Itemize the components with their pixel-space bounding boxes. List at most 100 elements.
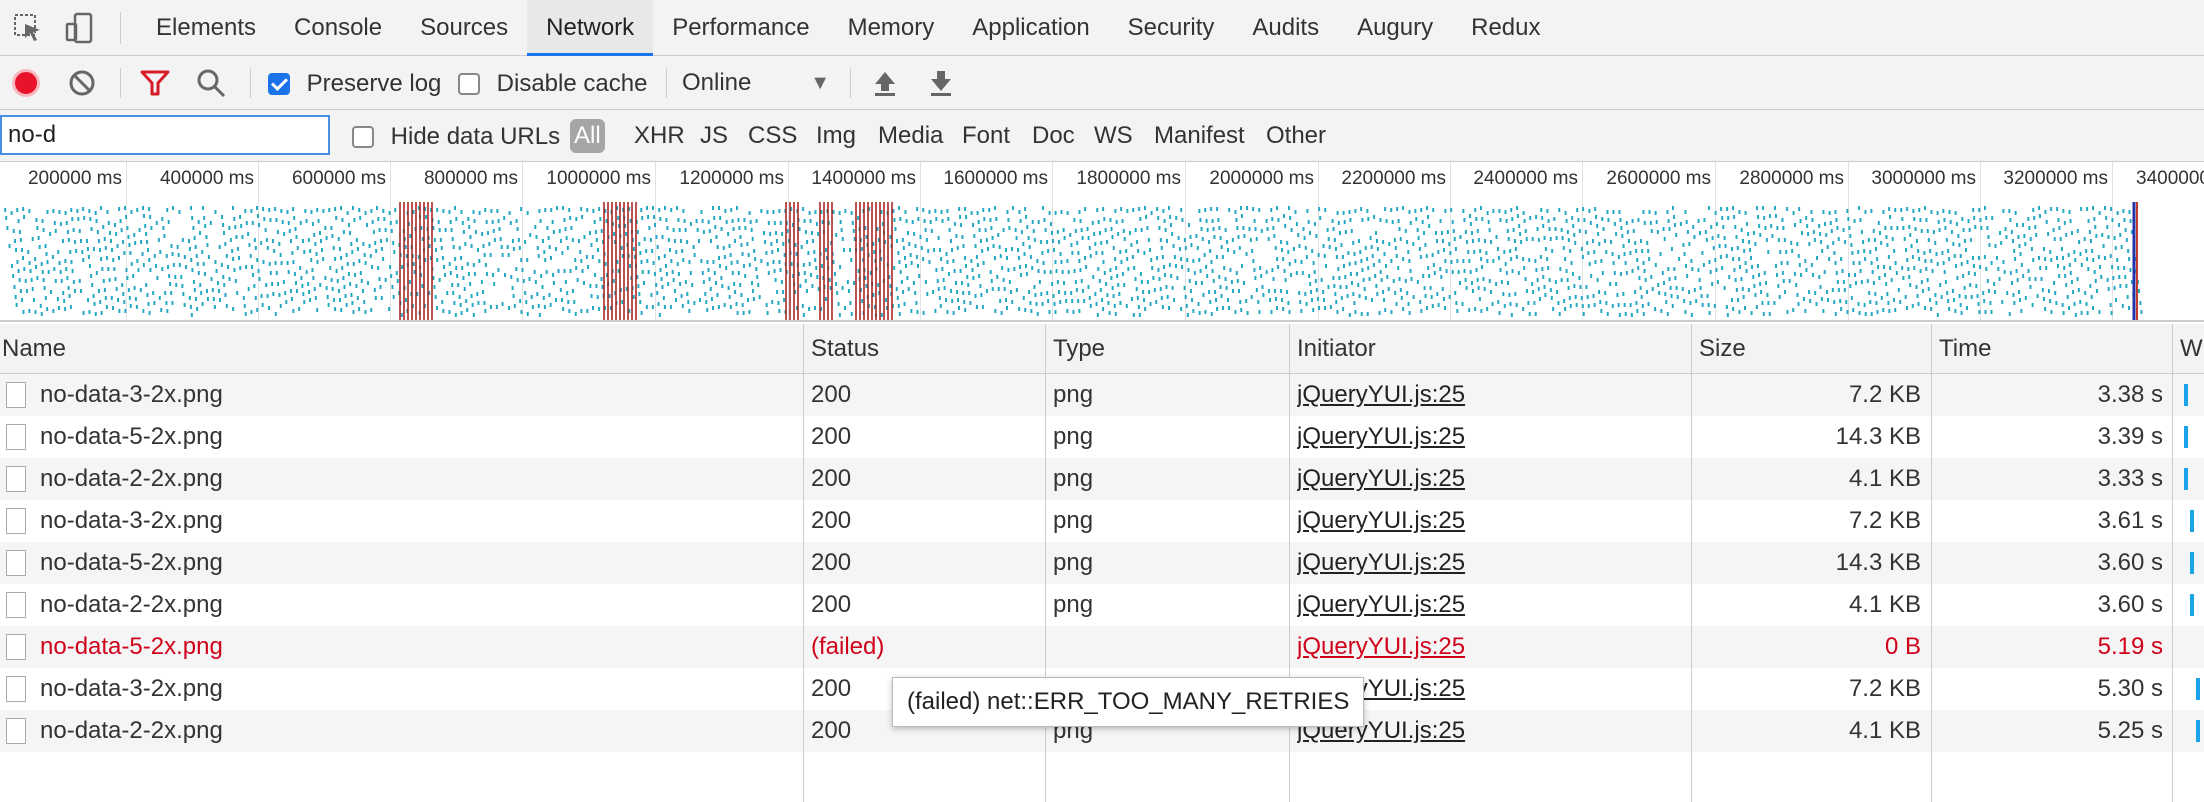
select-element-icon[interactable] (12, 12, 44, 44)
device-toolbar-icon[interactable] (64, 12, 96, 44)
overview-request-tick (1164, 273, 1167, 277)
column-header-type[interactable]: Type (1053, 335, 1106, 362)
column-header-size[interactable]: Size (1699, 335, 1746, 362)
tab-security[interactable]: Security (1127, 14, 1215, 41)
overview-request-tick (1364, 246, 1367, 250)
column-header-name[interactable]: Name (2, 335, 67, 362)
overview-request-tick (1819, 285, 1822, 289)
overview-request-tick (343, 285, 346, 289)
column-header-w[interactable]: W (2180, 335, 2203, 362)
overview-request-tick (1504, 210, 1507, 214)
tab-application[interactable]: Application (972, 14, 1090, 41)
filter-input[interactable] (0, 115, 330, 155)
overview-request-lane (922, 208, 937, 313)
overview-request-tick (766, 311, 769, 315)
tab-audits[interactable]: Audits (1252, 14, 1320, 41)
overview-request-tick (1119, 250, 1122, 254)
tab-network[interactable]: Network (527, 0, 654, 56)
column-header-initiator[interactable]: Initiator (1297, 335, 1376, 362)
overview-request-tick (1594, 207, 1597, 211)
initiator-link[interactable]: jQueryYUI.js:25 (1297, 549, 1466, 576)
overview-request-tick (1108, 311, 1111, 315)
filter-type-xhr[interactable]: XHR (634, 122, 685, 149)
initiator-cell[interactable]: jQueryYUI.js:25 (1297, 416, 1687, 458)
overview-request-lane (1744, 211, 1758, 309)
tab-elements[interactable]: Elements (156, 14, 257, 41)
overview-request-tick (758, 295, 761, 299)
overview-request-tick (1137, 249, 1140, 253)
initiator-cell[interactable]: jQueryYUI.js:25 (1297, 458, 1687, 500)
search-icon[interactable] (196, 68, 226, 105)
tab-augury[interactable]: Augury (1357, 14, 1434, 41)
initiator-cell[interactable]: jQueryYUI.js:25 (1297, 626, 1687, 668)
filter-type-css[interactable]: CSS (748, 122, 798, 149)
filter-type-doc[interactable]: Doc (1032, 122, 1075, 149)
filter-type-ws[interactable]: WS (1094, 122, 1133, 149)
overview-request-tick (936, 279, 939, 283)
hide-data-urls-check[interactable] (352, 125, 374, 148)
initiator-cell[interactable]: jQueryYUI.js:25 (1297, 500, 1687, 542)
filter-type-js[interactable]: JS (700, 122, 729, 149)
column-header-time[interactable]: Time (1939, 335, 1992, 362)
disable-cache-checkbox[interactable]: Disable cache (458, 66, 647, 100)
hide-data-urls-checkbox[interactable]: Hide data URLs (352, 119, 560, 153)
preserve-log-checkbox[interactable]: Preserve log (268, 66, 441, 100)
column-header-status[interactable]: Status (811, 335, 880, 362)
overview-request-tick (1926, 229, 1929, 233)
overview-request-tick (231, 249, 234, 253)
filter-type-img[interactable]: Img (816, 122, 857, 149)
initiator-cell[interactable]: jQueryYUI.js:25 (1297, 584, 1687, 626)
overview-request-tick (794, 290, 797, 294)
clear-icon[interactable] (68, 69, 96, 104)
initiator-cell[interactable]: jQueryYUI.js:25 (1297, 374, 1687, 416)
overview-request-tick (1437, 303, 1440, 307)
overview-request-tick (2068, 306, 2070, 310)
tab-sources[interactable]: Sources (420, 14, 509, 41)
overview-request-tick (906, 276, 909, 280)
overview-request-tick (1015, 288, 1018, 292)
import-har-icon[interactable] (872, 69, 898, 104)
initiator-link[interactable]: jQueryYUI.js:25 (1297, 591, 1466, 618)
filter-type-other[interactable]: Other (1266, 122, 1327, 149)
overview-request-tick (1019, 219, 1022, 223)
record-button[interactable] (12, 69, 40, 97)
tab-console[interactable]: Console (294, 14, 383, 41)
initiator-link[interactable]: jQueryYUI.js:25 (1297, 423, 1466, 450)
initiator-link[interactable]: jQueryYUI.js:25 (1297, 633, 1466, 660)
tab-performance[interactable]: Performance (672, 14, 810, 41)
filter-type-font[interactable]: Font (962, 122, 1011, 149)
initiator-link[interactable]: jQueryYUI.js:25 (1297, 507, 1466, 534)
overview-request-tick (539, 219, 542, 223)
initiator-cell[interactable]: jQueryYUI.js:25 (1297, 542, 1687, 584)
overview-request-tick (1480, 206, 1482, 210)
overview-request-tick (1195, 234, 1198, 238)
filter-type-manifest[interactable]: Manifest (1154, 122, 1245, 149)
initiator-link[interactable]: jQueryYUI.js:25 (1297, 381, 1466, 408)
filter-type-all[interactable]: All (570, 119, 605, 153)
tab-redux[interactable]: Redux (1471, 14, 1541, 41)
filter-type-media[interactable]: Media (878, 122, 944, 149)
export-har-icon[interactable] (928, 69, 954, 104)
overview-request-tick (388, 307, 391, 311)
disable-cache-check[interactable] (458, 72, 480, 95)
overview-request-tick (2035, 233, 2038, 237)
filter-icon[interactable] (140, 69, 170, 104)
overview-request-tick (1104, 228, 1107, 232)
status-cell: 200 (811, 507, 852, 534)
preserve-log-check[interactable] (268, 72, 290, 95)
overview-request-lane (1210, 207, 1224, 310)
overview-request-tick (511, 239, 514, 243)
overview-request-tick (1420, 309, 1423, 313)
overview-request-tick (1149, 248, 1152, 252)
tab-memory[interactable]: Memory (847, 14, 935, 41)
throttle-select[interactable]: Online ▼ (682, 66, 830, 100)
initiator-link[interactable]: jQueryYUI.js:25 (1297, 465, 1466, 492)
